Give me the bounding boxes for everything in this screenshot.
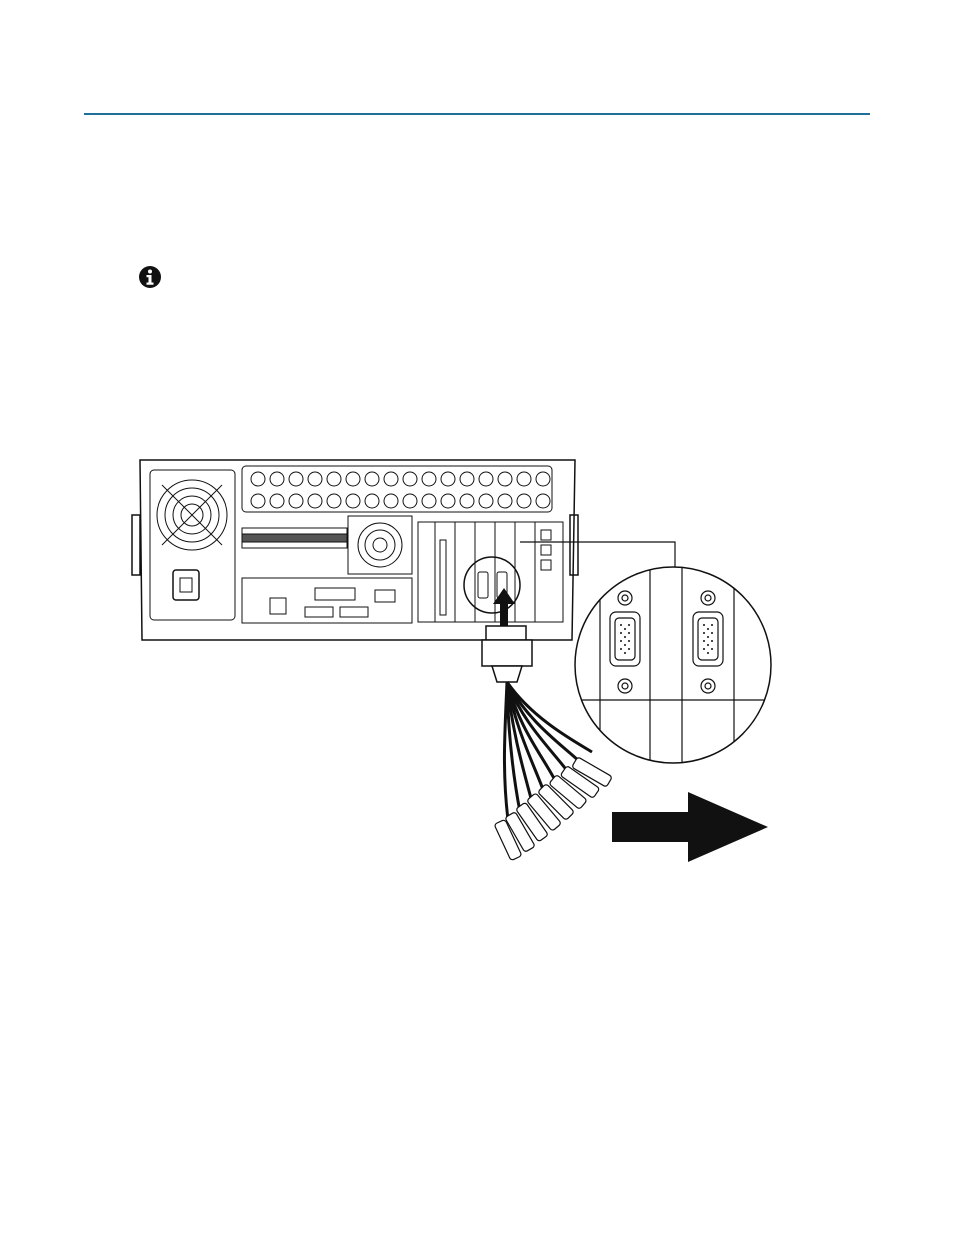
callout-leader-line xyxy=(520,542,675,570)
bnc-plug-ends xyxy=(494,757,612,861)
vga-callout-circle xyxy=(464,557,520,613)
expansion-card-slots xyxy=(418,522,563,622)
power-supply-unit xyxy=(150,470,235,620)
info-icon xyxy=(138,265,162,289)
header-rule xyxy=(84,113,870,115)
vga-detail-callout xyxy=(570,560,780,780)
dvr-connection-figure xyxy=(130,450,780,880)
cooling-fan xyxy=(348,516,412,574)
motherboard-io-panel xyxy=(242,578,412,623)
right-arrow-icon xyxy=(612,792,768,862)
dvr-chassis xyxy=(132,460,578,640)
bnc-input-row-top xyxy=(242,466,552,512)
breakout-cable-connector xyxy=(482,626,532,682)
insertion-arrow xyxy=(493,588,515,626)
alarm-terminal-block xyxy=(242,528,347,548)
